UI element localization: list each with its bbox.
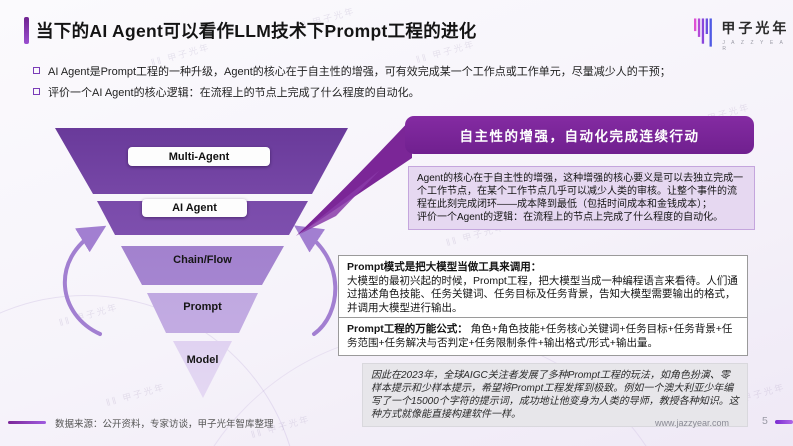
funnel-label-ai-agent: AI Agent [142,199,247,217]
page-number: 5 [762,415,768,427]
funnel-layer-chain-flow [121,246,284,285]
note-aigc-2023: 因此在2023年，全球AIGC关注者发展了多种Prompt工程的玩法，如角色扮演… [362,363,748,427]
funnel-label-model: Model [186,354,219,366]
logo-name: 甲子光年 [721,20,790,36]
key-message-banner: 自主性的增强，自动化完成连续行动 [405,116,754,154]
corner-accent-line [775,420,793,424]
funnel-label-prompt: Prompt [183,301,222,313]
funnel-diagram: Multi-Agent AI Agent Chain/Flow Prompt M… [55,128,350,398]
bullet-item: AI Agent是Prompt工程的一种升级，Agent的核心在于自主性的增强，… [33,65,671,79]
title-accent-bar [24,17,29,44]
funnel-label-multi-agent: Multi-Agent [128,147,270,166]
note-prompt-mode-body: 大模型的最初兴起的时候，Prompt工程，把大模型当成一种编程语言来看待。人们通… [347,274,738,314]
bullet-square-icon [33,67,40,74]
source-accent-dash [8,421,46,424]
bullet-square-icon [33,88,40,95]
note-formula-lead: Prompt工程的万能公式： [347,323,468,335]
funnel-layer-prompt [147,293,258,333]
website-url: www.jazzyear.com [655,418,730,428]
page-title: 当下的AI Agent可以看作LLM技术下Prompt工程的进化 [36,21,477,41]
note-prompt-mode-title: Prompt模式是把大模型当做工具来调用： [347,261,542,273]
jazzyear-logo: 甲子光年 J A Z Z Y E A R [694,18,793,52]
note-formula: Prompt工程的万能公式： 角色+角色技能+任务核心关键词+任务目标+任务背景… [338,317,748,356]
source-text: 数据来源：公开资料，专家访谈，甲子光年智库整理 [55,419,274,430]
note-prompt-mode: Prompt模式是把大模型当做工具来调用： 大模型的最初兴起的时候，Prompt… [338,255,748,321]
logo-subtext: J A Z Z Y E A R [722,40,786,52]
bullet-text: AI Agent是Prompt工程的一种升级，Agent的核心在于自主性的增强，… [48,66,671,78]
bullet-item: 评价一个AI Agent的核心逻辑：在流程上的节点上完成了什么程度的自动化。 [33,86,420,100]
note-agent-core: Agent的核心在于自主性的增强，这种增强的核心要义是可以去独立完成一个工作节点… [408,166,755,230]
note-formula-body: 角色+角色技能+任务核心关键词+任务目标+任务背景+任务范围+任务解决与否判定+… [347,323,733,349]
bullet-text: 评价一个AI Agent的核心逻辑：在流程上的节点上完成了什么程度的自动化。 [48,87,420,99]
logo-bars-icon [694,18,712,47]
funnel-label-chain-flow: Chain/Flow [173,254,232,266]
